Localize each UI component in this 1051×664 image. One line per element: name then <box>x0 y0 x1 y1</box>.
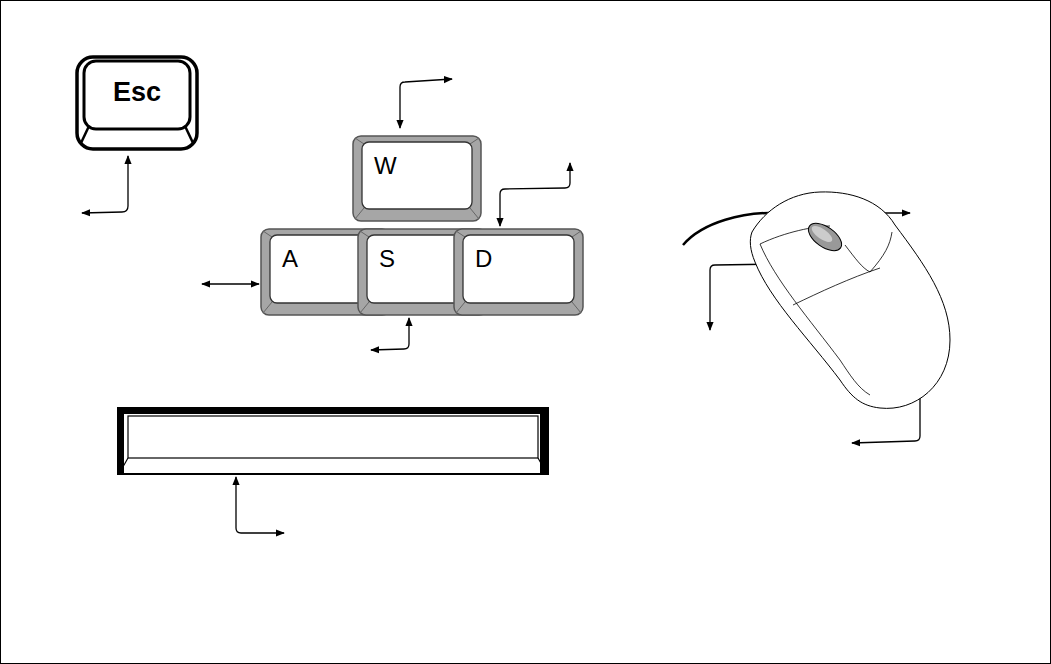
keyboard-key: W <box>352 135 482 222</box>
spacebar-key <box>118 408 548 474</box>
leader-arrow <box>500 163 570 226</box>
leader-arrow <box>236 477 284 533</box>
key-shape <box>352 135 482 222</box>
key-label: Esc <box>75 55 199 108</box>
key-shape <box>453 228 584 316</box>
leader-arrow <box>82 156 128 213</box>
leader-arrow <box>202 283 259 284</box>
key-label: S <box>357 228 488 273</box>
leader-arrow <box>400 79 452 128</box>
keyboard-key: Esc <box>75 55 199 151</box>
keyboard-key: D <box>453 228 584 316</box>
key-label: A <box>260 228 391 273</box>
leader-arrow <box>371 318 409 350</box>
computer-mouse <box>683 192 950 408</box>
key-label: D <box>453 228 584 273</box>
key-label: W <box>352 135 482 180</box>
